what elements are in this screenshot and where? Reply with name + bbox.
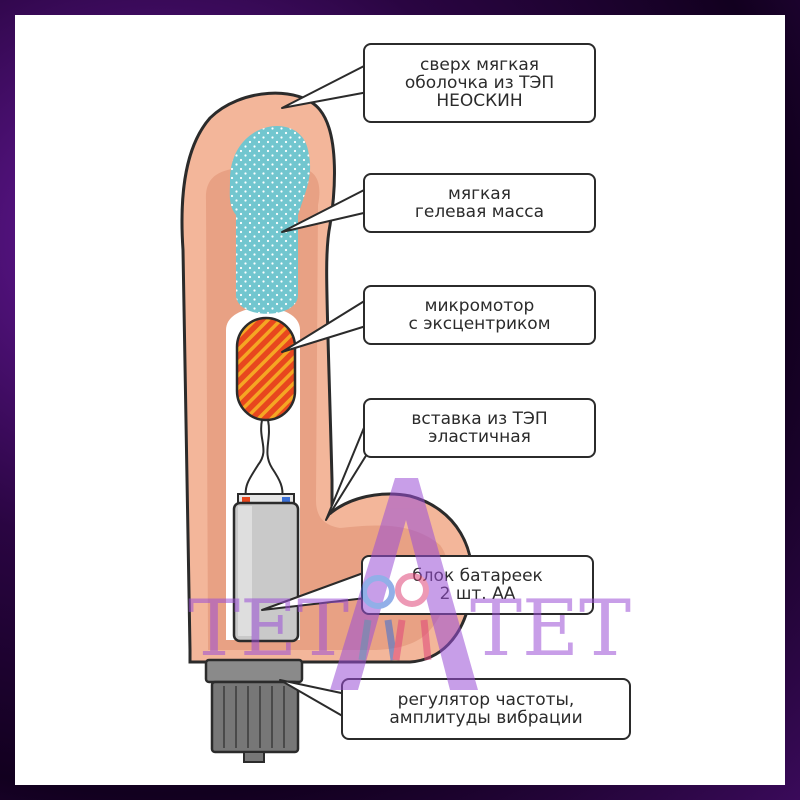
regulator-cap (204, 658, 304, 684)
label-insert: вставка из ТЭП эластичная (363, 398, 596, 458)
motor-wire-left (244, 419, 265, 499)
regulator-tip (243, 751, 265, 763)
battery-terminal-left (242, 497, 250, 502)
motor-wire-right (266, 419, 284, 499)
label-gel: мягкая гелевая масса (363, 173, 596, 233)
callout-pointer-shell (281, 63, 369, 109)
label-motor: микромотор с эксцентриком (363, 285, 596, 345)
label-regulator: регулятор частоты, амплитуды вибрации (341, 678, 631, 740)
label-shell: сверх мягкая оболочка из ТЭП НЕОСКИН (363, 43, 596, 123)
label-battery: блок батареек 2 шт. АА (361, 555, 594, 615)
battery-terminal-right (282, 497, 290, 502)
micromotor (235, 316, 297, 422)
